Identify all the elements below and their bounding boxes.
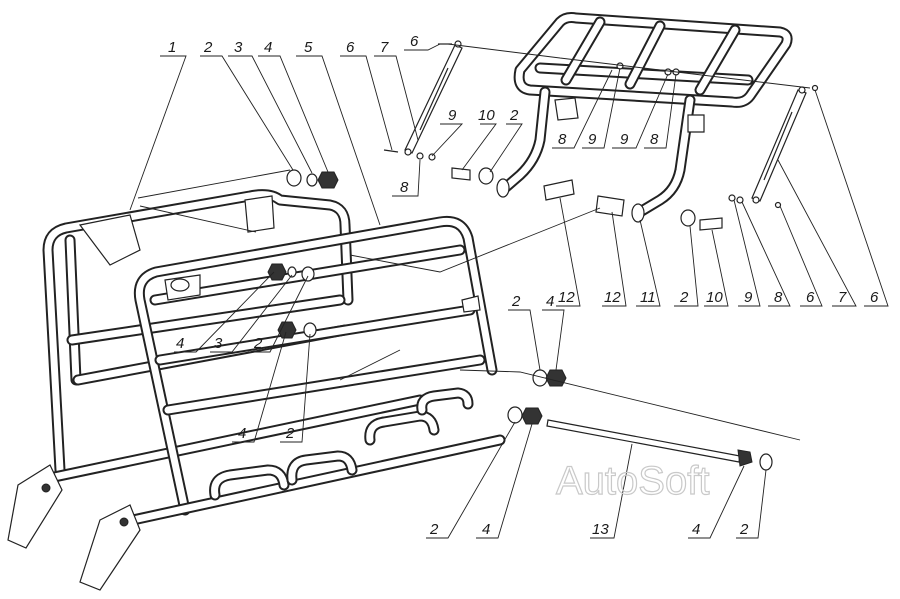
callout-2e: 2 <box>511 293 521 310</box>
callout-4e: 4 <box>482 521 490 538</box>
rear-frame <box>7 189 426 549</box>
callout-7a: 7 <box>380 39 389 56</box>
callout-2h: 2 <box>739 521 749 538</box>
callout-1: 1 <box>168 39 176 56</box>
callout-9d: 9 <box>744 289 753 306</box>
callout-8b: 8 <box>558 131 567 148</box>
watermark: AutoSoft <box>556 459 709 503</box>
callout-2d: 2 <box>253 335 263 352</box>
callout-13: 13 <box>592 521 609 538</box>
fasteners <box>267 43 819 471</box>
strut-left <box>404 40 463 156</box>
callout-6b: 6 <box>410 33 419 50</box>
callout-9c: 9 <box>620 131 629 148</box>
callout-5: 5 <box>304 39 313 56</box>
callout-4f: 4 <box>692 521 700 538</box>
callout-12b: 12 <box>604 289 621 306</box>
top-rack <box>496 12 793 223</box>
callout-9b: 9 <box>588 131 597 148</box>
callout-3a: 3 <box>234 39 243 56</box>
callout-6d: 6 <box>870 289 879 306</box>
callout-4a: 4 <box>264 39 272 56</box>
callout-10b: 10 <box>706 289 723 306</box>
callout-10a: 10 <box>478 107 495 124</box>
strut-right <box>751 86 807 204</box>
callout-2b: 2 <box>509 107 519 124</box>
callout-2g: 2 <box>429 521 439 538</box>
callout-4b: 4 <box>176 335 184 352</box>
callout-3b: 3 <box>214 335 223 352</box>
callout-8d: 8 <box>774 289 783 306</box>
callout-2a: 2 <box>203 39 213 56</box>
leader-lines <box>129 43 889 539</box>
callout-2f: 2 <box>285 425 295 442</box>
callout-7b: 7 <box>838 289 847 306</box>
callout-4d: 4 <box>238 425 246 442</box>
callout-4c: 4 <box>546 293 554 310</box>
callout-11: 11 <box>640 289 656 306</box>
callout-8c: 8 <box>650 131 659 148</box>
callout-6c: 6 <box>806 289 815 306</box>
callout-6a: 6 <box>346 39 355 56</box>
callout-9a: 9 <box>448 107 457 124</box>
callout-8a: 8 <box>400 179 409 196</box>
callout-12a: 12 <box>558 289 575 306</box>
callout-labels: 1 2 3 4 5 6 7 6 9 10 2 8 8 9 9 8 12 12 1… <box>168 33 879 538</box>
callout-2c: 2 <box>679 289 689 306</box>
